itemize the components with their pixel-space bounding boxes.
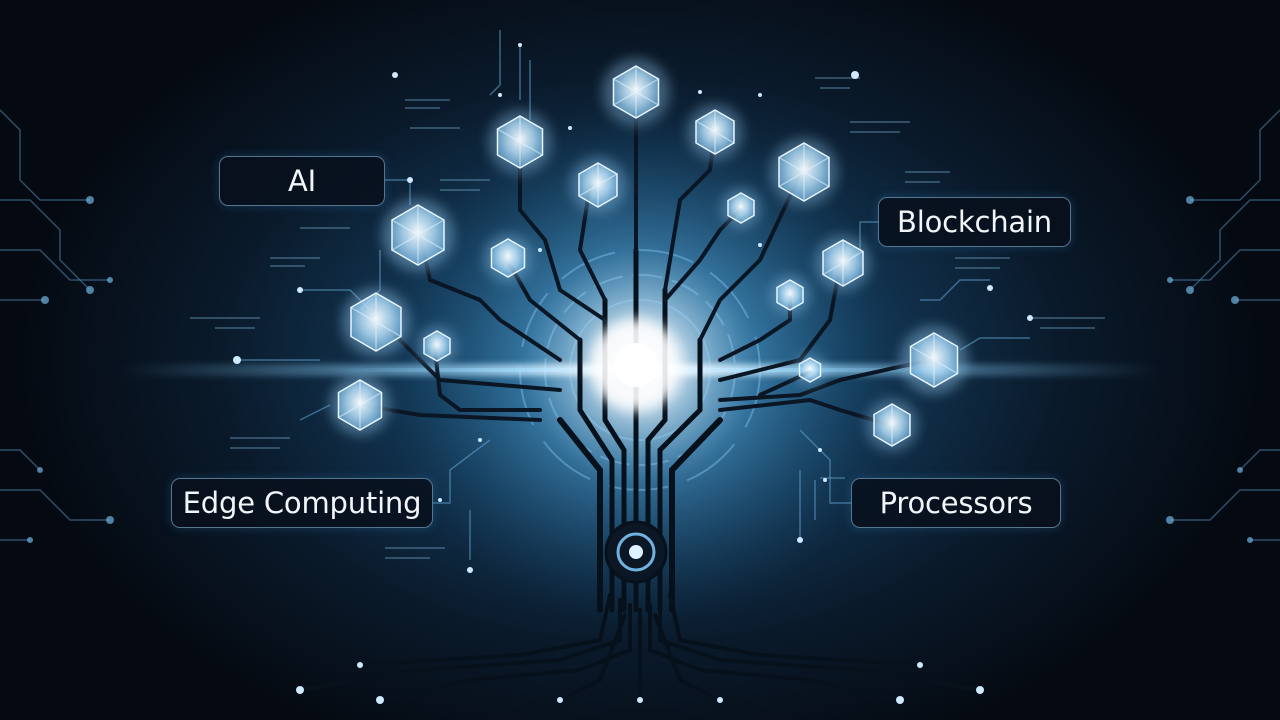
node-4: [687, 104, 743, 160]
label-ai: AI: [219, 156, 385, 206]
node-6: [721, 188, 761, 228]
label-edge-computing: Edge Computing: [171, 478, 433, 528]
trunk-dial: [604, 520, 668, 584]
node-7: [382, 199, 454, 271]
tree-nodes: [330, 58, 968, 451]
node-2: [488, 110, 552, 174]
node-1: [602, 58, 670, 126]
node-8: [484, 234, 532, 282]
node-15: [330, 375, 390, 435]
label-leads: [240, 30, 1030, 560]
node-14: [794, 354, 826, 386]
node-9: [815, 235, 871, 291]
node-10: [770, 275, 810, 315]
right-circuit-decor: [1170, 109, 1280, 541]
sparkles: [233, 43, 1033, 573]
tree-roots: [298, 593, 982, 702]
root-nodes: [296, 662, 984, 704]
label-processors: Processors: [851, 478, 1061, 528]
node-3: [570, 157, 626, 213]
data-text-lines: [190, 77, 1105, 559]
node-5: [770, 138, 838, 206]
node-11: [342, 288, 410, 356]
node-16: [866, 399, 918, 451]
left-circuit-decor: [0, 109, 110, 541]
node-13: [900, 326, 968, 394]
label-blockchain: Blockchain: [878, 197, 1071, 247]
node-12: [417, 326, 457, 366]
